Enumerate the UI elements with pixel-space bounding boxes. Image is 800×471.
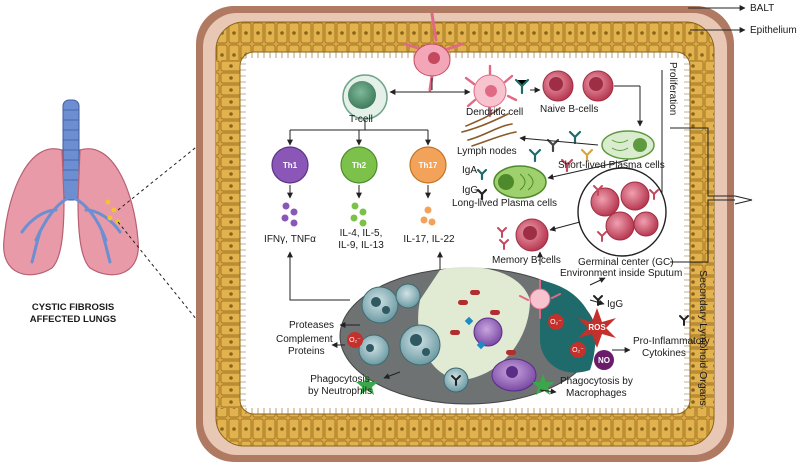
lungs-caption-line2: AFFECTED LUNGS [29, 314, 117, 325]
short-lived-plasma-cells [601, 130, 655, 160]
th17-cell [409, 146, 447, 184]
proliferation-label: Proliferation [667, 62, 678, 116]
lungs-caption-line1: CYSTIC FIBROSIS [31, 302, 115, 313]
cilia [240, 52, 690, 414]
pro-inflammatory-line1: Pro-Inflammatory [633, 336, 710, 347]
naive-b-cells [542, 70, 614, 102]
memory-b-cells-label: Memory B-cells [492, 255, 561, 266]
th17-label: Th17 [418, 161, 438, 170]
complement-label-line2: Proteins [288, 346, 325, 357]
ros-burst [578, 308, 616, 348]
o2-label-left: O₂⁻ [349, 337, 361, 344]
t-cell-label: T-cell [349, 114, 373, 125]
o2-label-right: O₂⁻ [572, 347, 584, 354]
short-lived-plasma-label: Short-lived Plasma cells [558, 160, 665, 171]
th2-cytokines-line2: IL-9, IL-13 [338, 240, 384, 251]
o2-bubble-left [347, 332, 363, 348]
balt-label: BALT [750, 3, 775, 14]
dendritic-cell-label: Dendritic cell [466, 107, 524, 118]
ros-label: ROS [588, 323, 606, 332]
lungs-illustration [3, 99, 206, 331]
zoom-line-top [117, 139, 206, 211]
memory-b-cells [497, 218, 549, 252]
th2-label: Th2 [351, 161, 367, 170]
th2-cell [340, 146, 378, 184]
complement-label-line1: Complement [276, 334, 333, 345]
phago-neutrophils-line2: by Neutrophils [308, 386, 372, 397]
long-lived-plasma-cells [493, 165, 547, 199]
epithelium-label: Epithelium [750, 25, 797, 36]
o2-bubble-right [570, 342, 586, 358]
dendritic-cell-epithelium [403, 12, 464, 92]
phago-macrophages-line1: Phagocytosis by [560, 376, 633, 387]
th1-cytokines: IFNγ, TNFα [264, 234, 316, 245]
long-lived-plasma-label: Long-lived Plasma cells [452, 198, 558, 209]
zoom-line-bottom [117, 221, 206, 331]
environment-sputum-label: Environment inside Sputum [560, 268, 683, 279]
left-lung [3, 148, 65, 276]
phago-macrophages-line2: Macrophages [566, 388, 627, 399]
no-label: NO [598, 356, 610, 365]
proteases-label: Proteases [289, 320, 335, 331]
sputum-igg-label: IgG [607, 299, 624, 310]
t-cell [342, 74, 388, 120]
dendritic-cell [464, 64, 518, 118]
germinal-center [577, 167, 667, 257]
th1-label: Th1 [282, 161, 298, 170]
right-lung [77, 148, 139, 276]
o2-label-mid: O₂⁻ [550, 319, 562, 326]
th17-cytokines: IL-17, IL-22 [403, 234, 455, 245]
th2-cytokines-line1: IL-4, IL-5, [339, 228, 383, 239]
pro-inflammatory-line2: Cytokines [642, 348, 686, 359]
sputum-environment [339, 266, 689, 405]
no-bubble [594, 350, 614, 370]
th1-cell [271, 146, 309, 184]
germinal-center-label: Germinal center (GC) [578, 257, 674, 268]
lymph-nodes-label: Lymph nodes [457, 146, 517, 157]
iga-label: IgA [462, 165, 478, 176]
phago-neutrophils-line1: Phagocytosis [310, 374, 370, 385]
igg-label: IgG [462, 185, 479, 196]
lymph-nodes [461, 107, 517, 147]
naive-b-cells-label: Naive B-cells [540, 104, 599, 115]
o2-bubble-mid [548, 314, 564, 330]
